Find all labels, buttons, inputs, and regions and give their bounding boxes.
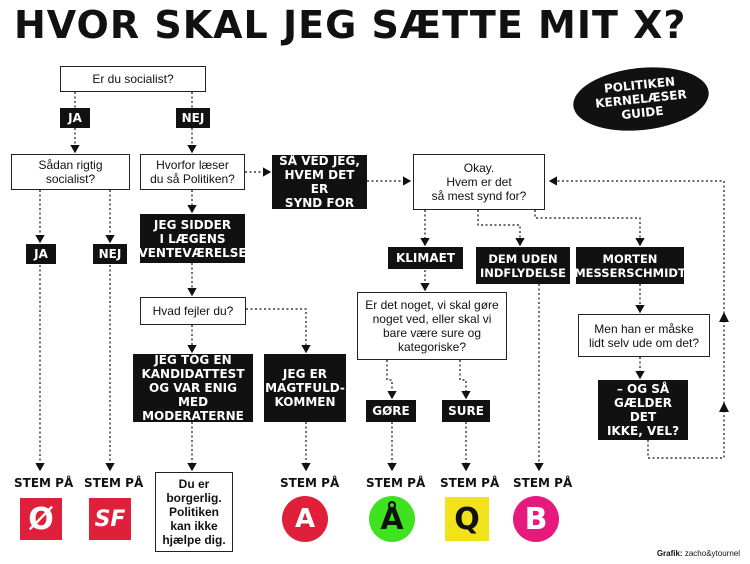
q-gore-text: Er det noget, vi skal gøre noget ved, el… [365, 298, 499, 354]
credit-prefix: Grafik: [656, 549, 683, 558]
stem-pa-label: STEM PÅ [513, 476, 573, 490]
ja-label-1: JA [60, 108, 90, 128]
credit-text: zacho&ytournel [684, 549, 740, 558]
q-rigtig-box: Sådan rigtig socialist? [11, 154, 130, 190]
gore-box: GØRE [366, 400, 416, 422]
edge [477, 210, 525, 247]
party-symbol: Ø [28, 501, 54, 537]
nej-label-1: NEJ [176, 108, 210, 128]
party-badge-sf: SF [89, 498, 131, 540]
synd-for-text: SÅ VED JEG, HVEM DET ER SYND FOR [279, 154, 360, 210]
sure-box: SURE [442, 400, 490, 422]
q-selv-ude-text: Men han er måske lidt selv ude om det? [588, 321, 700, 350]
klimaet-text: KLIMAET [395, 251, 456, 265]
party-badge-q: Q [445, 497, 489, 541]
nej-label-1-text: NEJ [181, 111, 205, 125]
q-hvorfor-text: Hvorfor læser du så Politiken? [150, 158, 235, 186]
dem-uden-box: DEM UDEN INDFLYDELSE [476, 247, 570, 284]
kandidattest-box: JEG TOG EN KANDIDATTEST OG VAR ENIG MED … [133, 353, 253, 423]
q-socialist-text: Er du socialist? [92, 72, 174, 86]
nej-label-2-text: NEJ [98, 247, 122, 261]
party-symbol: SF [94, 506, 126, 532]
venteværelse-box: JEG SIDDER I LÆGENS VENTEVÆRELSE [138, 214, 247, 263]
credit: Grafik: zacho&ytournel [657, 549, 740, 558]
nej-label-2: NEJ [93, 244, 127, 264]
og-saa-text: – OG SÅ GÆLDER DET IKKE, VEL? [606, 382, 680, 438]
stem-pa-label: STEM PÅ [84, 476, 144, 490]
party-symbol: Q [454, 501, 480, 537]
q-socialist-box: Er du socialist? [60, 66, 206, 92]
og-saa-box: – OG SÅ GÆLDER DET IKKE, VEL? [598, 380, 688, 440]
edge [548, 176, 725, 459]
sure-text: SURE [448, 404, 484, 418]
borgerlig-box: Du er borgerlig. Politiken kan ikke hjæl… [155, 472, 233, 552]
klimaet-box: KLIMAET [388, 247, 463, 269]
stem-pa-label: STEM PÅ [280, 476, 340, 490]
magtfuld-box: JEG ER MAGTFULD- KOMMEN [264, 354, 346, 422]
borgerlig-text: Du er borgerlig. Politiken kan ikke hjæl… [162, 477, 226, 547]
party-symbol: B [524, 501, 548, 537]
page-title: HVOR SKAL JEG SÆTTE MIT X? [14, 3, 687, 47]
party-badge-b: B [513, 496, 559, 542]
party-symbol: Å [380, 501, 404, 537]
party-badge-o: Ø [20, 498, 62, 540]
edge [459, 360, 471, 400]
gore-text: GØRE [372, 404, 410, 418]
synd-for-box: SÅ VED JEG, HVEM DET ER SYND FOR [272, 154, 367, 210]
q-gore-box: Er det noget, vi skal gøre noget ved, el… [357, 292, 507, 360]
up-arrow [719, 402, 729, 412]
q-rigtig-text: Sådan rigtig socialist? [38, 158, 103, 186]
edge [386, 360, 397, 400]
morten-text: MORTEN MESSERSCHMIDT [574, 251, 686, 280]
stem-pa-label: STEM PÅ [366, 476, 426, 490]
ja-label-2: JA [26, 244, 56, 264]
morten-box: MORTEN MESSERSCHMIDT [574, 247, 686, 284]
q-hvorfor-box: Hvorfor læser du så Politiken? [140, 154, 245, 190]
ja-label-2-text: JA [34, 247, 48, 261]
q-okay-box: Okay. Hvem er det så mest synd for? [413, 154, 545, 210]
magtfuld-text: JEG ER MAGTFULD- KOMMEN [265, 367, 345, 409]
q-fejler-text: Hvad fejler du? [152, 304, 234, 318]
stem-pa-label: STEM PÅ [440, 476, 500, 490]
q-fejler-box: Hvad fejler du? [140, 297, 246, 325]
party-badge-a: A [282, 496, 328, 542]
stem-pa-label: STEM PÅ [14, 476, 74, 490]
edge [534, 210, 645, 247]
dem-uden-text: DEM UDEN INDFLYDELSE [479, 251, 567, 280]
edge [246, 308, 311, 354]
kandidattest-text: JEG TOG EN KANDIDATTEST OG VAR ENIG MED … [141, 353, 245, 423]
party-badge-aa: Å [369, 496, 415, 542]
ja-label-1-text: JA [68, 111, 82, 125]
up-arrow [719, 312, 729, 322]
q-selv-ude-box: Men han er måske lidt selv ude om det? [578, 314, 710, 357]
q-okay-text: Okay. Hvem er det så mest synd for? [431, 161, 527, 203]
party-symbol: A [294, 504, 316, 534]
venteværelse-text: JEG SIDDER I LÆGENS VENTEVÆRELSE [138, 217, 247, 260]
